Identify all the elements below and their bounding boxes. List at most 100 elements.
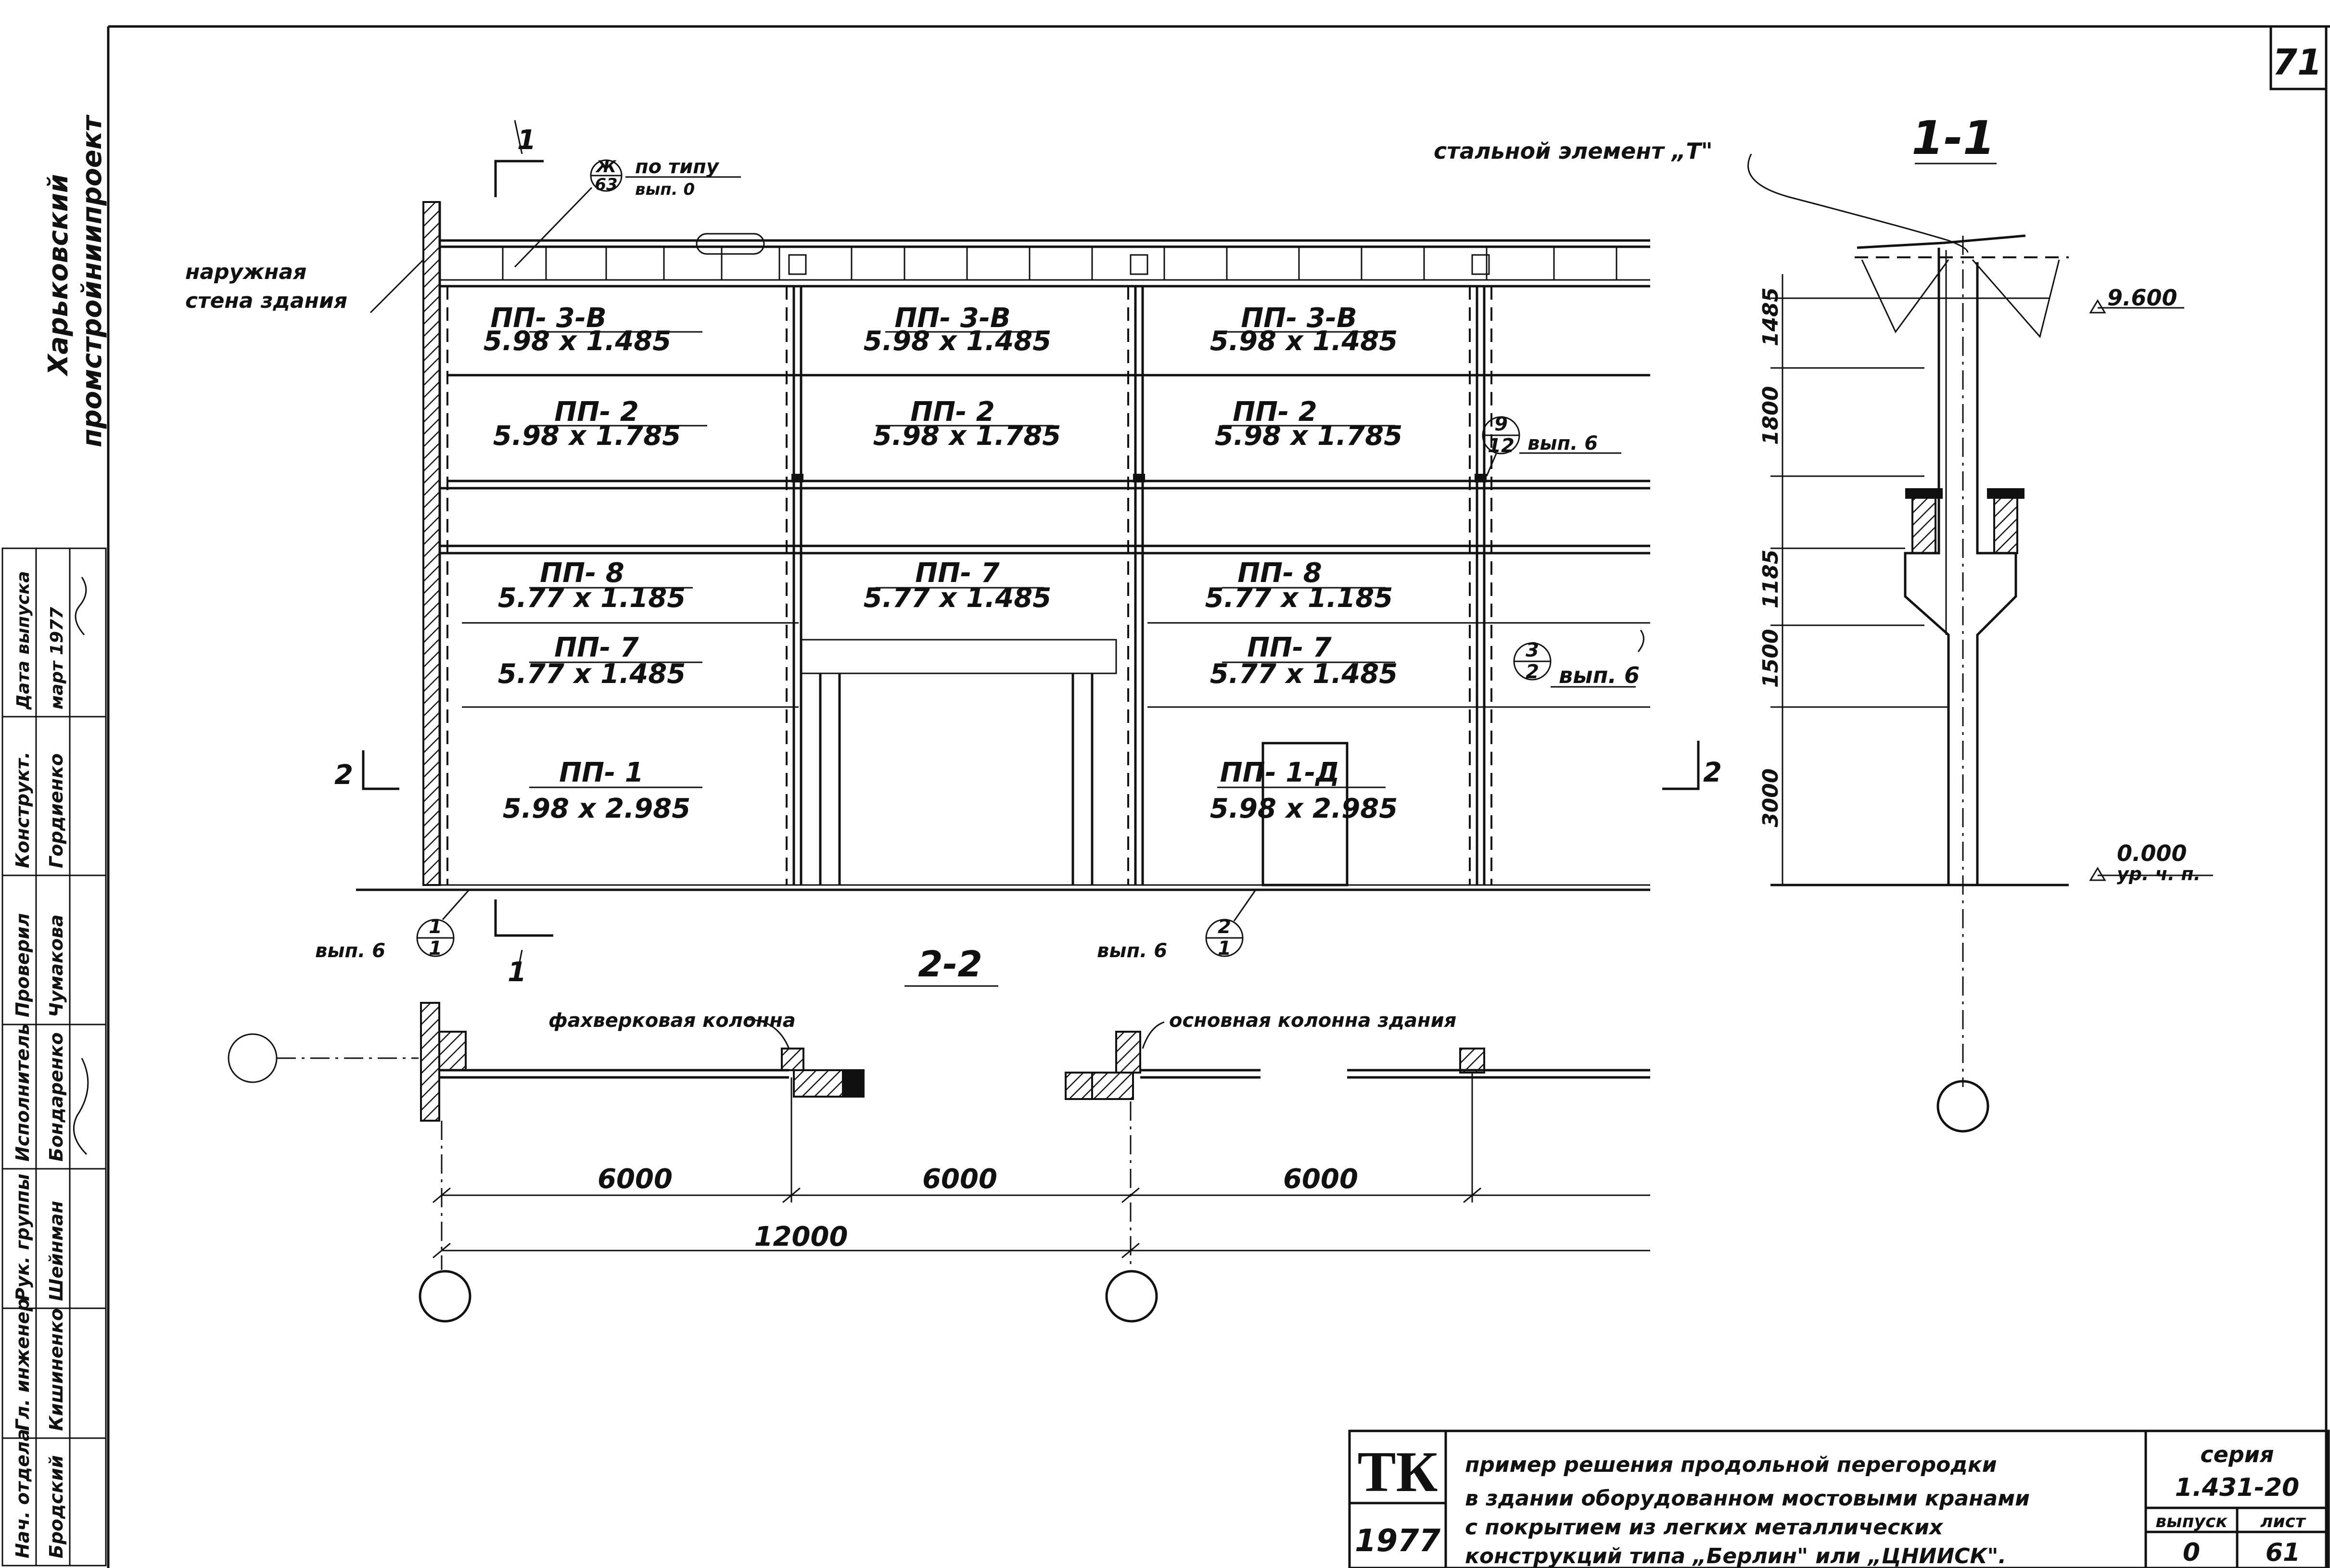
axis-circle [228,1033,278,1083]
issue-label: выпуск [2155,1512,2228,1531]
ref-zh-note1: по типу [635,156,720,178]
panel-name: ПП- 7 [915,557,999,589]
callout-bottom: 2 [1526,661,1539,683]
section-mark-top: 1 [517,125,536,156]
panel-name: ПП- 1-Д [1220,757,1340,788]
panel-size: 5.77 х 1.485 [1210,658,1398,690]
ref-zh-top: Ж [595,157,617,177]
panel-name: ПП- 7 [1247,632,1331,663]
dim-6000-b: 6000 [922,1163,997,1195]
panel-name: ПП- 3-В [1241,303,1357,334]
panel-label: ПП- 7 5.77 х 1.485 [1210,632,1398,690]
title-year: 1977 [1355,1523,1441,1559]
org-name-line2: промстройниипроект [76,114,108,447]
section-2-2-title: 2-2 [918,944,982,985]
main-column [1115,1031,1141,1074]
section-1-1-title: 1-1 [1911,111,1995,165]
signature-scribble [73,577,89,1155]
panel-size: 5.98 х 1.785 [1215,420,1402,452]
callout-note: вып. 6 [1528,432,1598,455]
section-mark-right: 2 [1703,757,1722,788]
series-label: серия [2200,1442,2274,1467]
panel-size: 5.98 х 2.985 [503,793,690,824]
title-line-3: с покрытием из легких металлических [1465,1515,1944,1540]
panel-name: ПП- 7 [554,632,638,663]
ref-zh-bottom: 63 [595,175,617,194]
dim-6000-c: 6000 [1283,1163,1358,1195]
panel-size: 5.98 х 1.485 [864,326,1051,357]
callout-note: вып. 6 [1097,940,1167,962]
dim-1485: 1485 [1758,288,1783,346]
elev-zero: 0.000 [2117,840,2187,866]
panel-label: ПП- 2 5.98 х 1.785 [873,396,1061,452]
organization-label: Харьковский промстройниипроект [43,114,108,447]
stamp-role-3: Рук. группы [12,1174,33,1301]
panel-size: 5.77 х 1.185 [498,582,686,614]
panel-size: 5.77 х 1.485 [864,582,1051,614]
series-value: 1.431-20 [2175,1473,2299,1502]
title-line-1: пример решения продольной перегородки [1465,1453,1997,1477]
panel-label: ПП- 1 5.98 х 2.985 [503,757,702,824]
stamp-role-6: Конструкт. [12,752,33,868]
stamp-role-1: Нач. отдела [12,1429,33,1558]
sheet-label: лист [2260,1512,2306,1531]
stamp-name-2: Кишиненко [46,1308,67,1431]
section-mark-left: 2 [334,759,353,791]
callout-note: вып. 6 [1559,662,1640,688]
title-line-2: в здании оборудованном мостовыми кранами [1465,1486,2030,1511]
panel-label: ПП- 8 5.77 х 1.185 [498,557,693,614]
panel-name: ПП- 2 [910,396,994,428]
callout-top: 1 [429,916,442,938]
callout-bottom: 1 [1218,937,1231,960]
stamp-role-7: Дата выпуска [13,571,33,710]
plan-outer-wall [420,1002,440,1122]
axis-circle [1105,1270,1158,1323]
panel-name: ПП- 8 [1237,557,1322,589]
crane-rail-right [1993,490,2018,554]
panel-size: 5.98 х 2.985 [1210,793,1398,824]
panel-name: ПП- 3-В [894,303,1010,334]
elevation-2-2 [356,201,1650,891]
dim-1800: 1800 [1758,386,1783,445]
elev-top: 9.600 [2107,285,2177,311]
callout-top: 2 [1218,916,1231,938]
stamp-role-4: Исполнитель [12,1024,33,1162]
dim-6000-a: 6000 [598,1163,673,1195]
ref-zh-note2: вып. 0 [635,180,695,199]
panel-name: ПП- 2 [1233,396,1317,428]
panel-label: ПП- 3-В 5.98 х 1.485 [484,303,702,357]
callout-bottom: 1 [429,937,442,960]
org-name-line1: Харьковский [43,174,74,377]
steel-element-label: стальной элемент „Т" [1434,138,1713,164]
panel-size: 5.98 х 1.785 [873,420,1061,452]
signature-stamp: Нач. отдела Бродский Гл. инженер Кишинен… [1,547,107,1567]
stamp-name-6: Гордиенко [46,753,67,868]
elevation-annotations: наружная стена здания 1 Ж 63 по типу вып… [185,120,1722,988]
tk-logo: ТК [1357,1440,1438,1504]
axis-circle [419,1270,471,1323]
panel-label: ПП- 7 5.77 х 1.485 [498,632,702,690]
section-1-1: 1-1 стальной элемент „Т" 1485 1800 1185 … [1434,111,2213,1133]
outer-wall-label-2: стена здания [185,289,347,313]
panel-label: ПП- 1-Д 5.98 х 2.985 [1210,757,1398,824]
roof-skylight [696,233,765,255]
panel-label: ПП- 2 5.98 х 1.785 [1215,396,1402,452]
stamp-name-1: Бродский [46,1455,67,1558]
panel-size: 5.77 х 1.485 [498,658,686,690]
crane-rail-left [1911,490,1936,554]
panel-size: 5.98 х 1.785 [493,420,681,452]
elev-zero-note: ур. ч. п. [2117,863,2201,885]
page-number-box: 71 [2269,26,2326,90]
dim-12000: 12000 [754,1221,848,1252]
outer-wall [422,201,441,886]
stamp-name-3: Шейнман [46,1201,67,1301]
dim-1185: 1185 [1758,550,1783,608]
callout-top: 3 [1526,639,1539,661]
panel-label: ПП- 8 5.77 х 1.185 [1205,557,1393,614]
panel-label: ПП- 3-В 5.98 х 1.485 [864,303,1051,357]
main-column-label: основная колонна здания [1169,1010,1456,1032]
dim-3000: 3000 [1758,769,1783,827]
panel-label: ПП- 3-В 5.98 х 1.485 [1210,303,1398,357]
outer-wall-label-1: наружная [185,260,306,284]
panel-name: ПП- 2 [554,396,638,428]
